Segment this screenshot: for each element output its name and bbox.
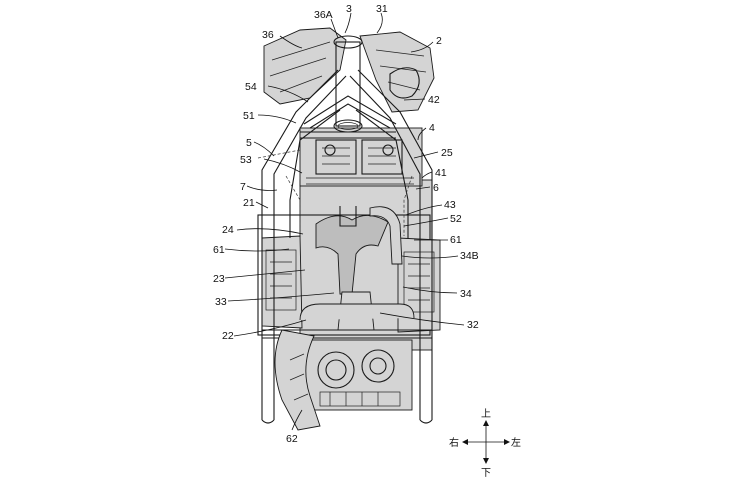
label-4: 4 (429, 122, 435, 134)
label-43: 43 (444, 199, 456, 211)
compass-up-label: 上 (481, 408, 491, 420)
hidden-lines (257, 149, 413, 236)
label-6: 6 (433, 182, 439, 194)
label-21: 21 (243, 197, 255, 209)
reference-numerals: 3 36A 31 36 2 54 42 51 4 5 25 53 41 7 6 … (213, 3, 479, 445)
lower-engine (299, 339, 413, 411)
label-42: 42 (428, 94, 440, 106)
label-23: 23 (213, 273, 225, 285)
label-61-right: 61 (450, 234, 462, 246)
label-34B: 34B (460, 250, 479, 262)
label-51: 51 (243, 110, 255, 122)
air-cleaner-box (263, 27, 435, 113)
label-53: 53 (240, 154, 252, 166)
compass-right-label: 右 (449, 436, 459, 449)
label-54: 54 (245, 81, 257, 93)
label-25: 25 (441, 147, 453, 159)
label-3: 3 (346, 3, 352, 15)
label-24: 24 (222, 224, 234, 236)
leader-lines (224, 12, 465, 431)
label-22: 22 (222, 330, 234, 342)
label-32: 32 (467, 319, 479, 331)
orientation-compass: 上 下 右 左 (449, 408, 521, 479)
label-7: 7 (240, 181, 246, 193)
label-41: 41 (435, 167, 447, 179)
label-36: 36 (262, 29, 274, 41)
label-2: 2 (436, 35, 442, 47)
exhaust-pipe (299, 206, 415, 331)
label-62: 62 (286, 433, 298, 445)
muffler-pipe (274, 329, 321, 431)
compass-left-label: 左 (511, 436, 521, 449)
compass-down-label: 下 (481, 468, 491, 479)
label-34: 34 (460, 288, 472, 300)
label-36A: 36A (314, 9, 333, 21)
label-52: 52 (450, 213, 462, 225)
label-33: 33 (215, 296, 227, 308)
label-31: 31 (376, 3, 388, 15)
label-5: 5 (246, 137, 252, 149)
label-61-left: 61 (213, 244, 225, 256)
